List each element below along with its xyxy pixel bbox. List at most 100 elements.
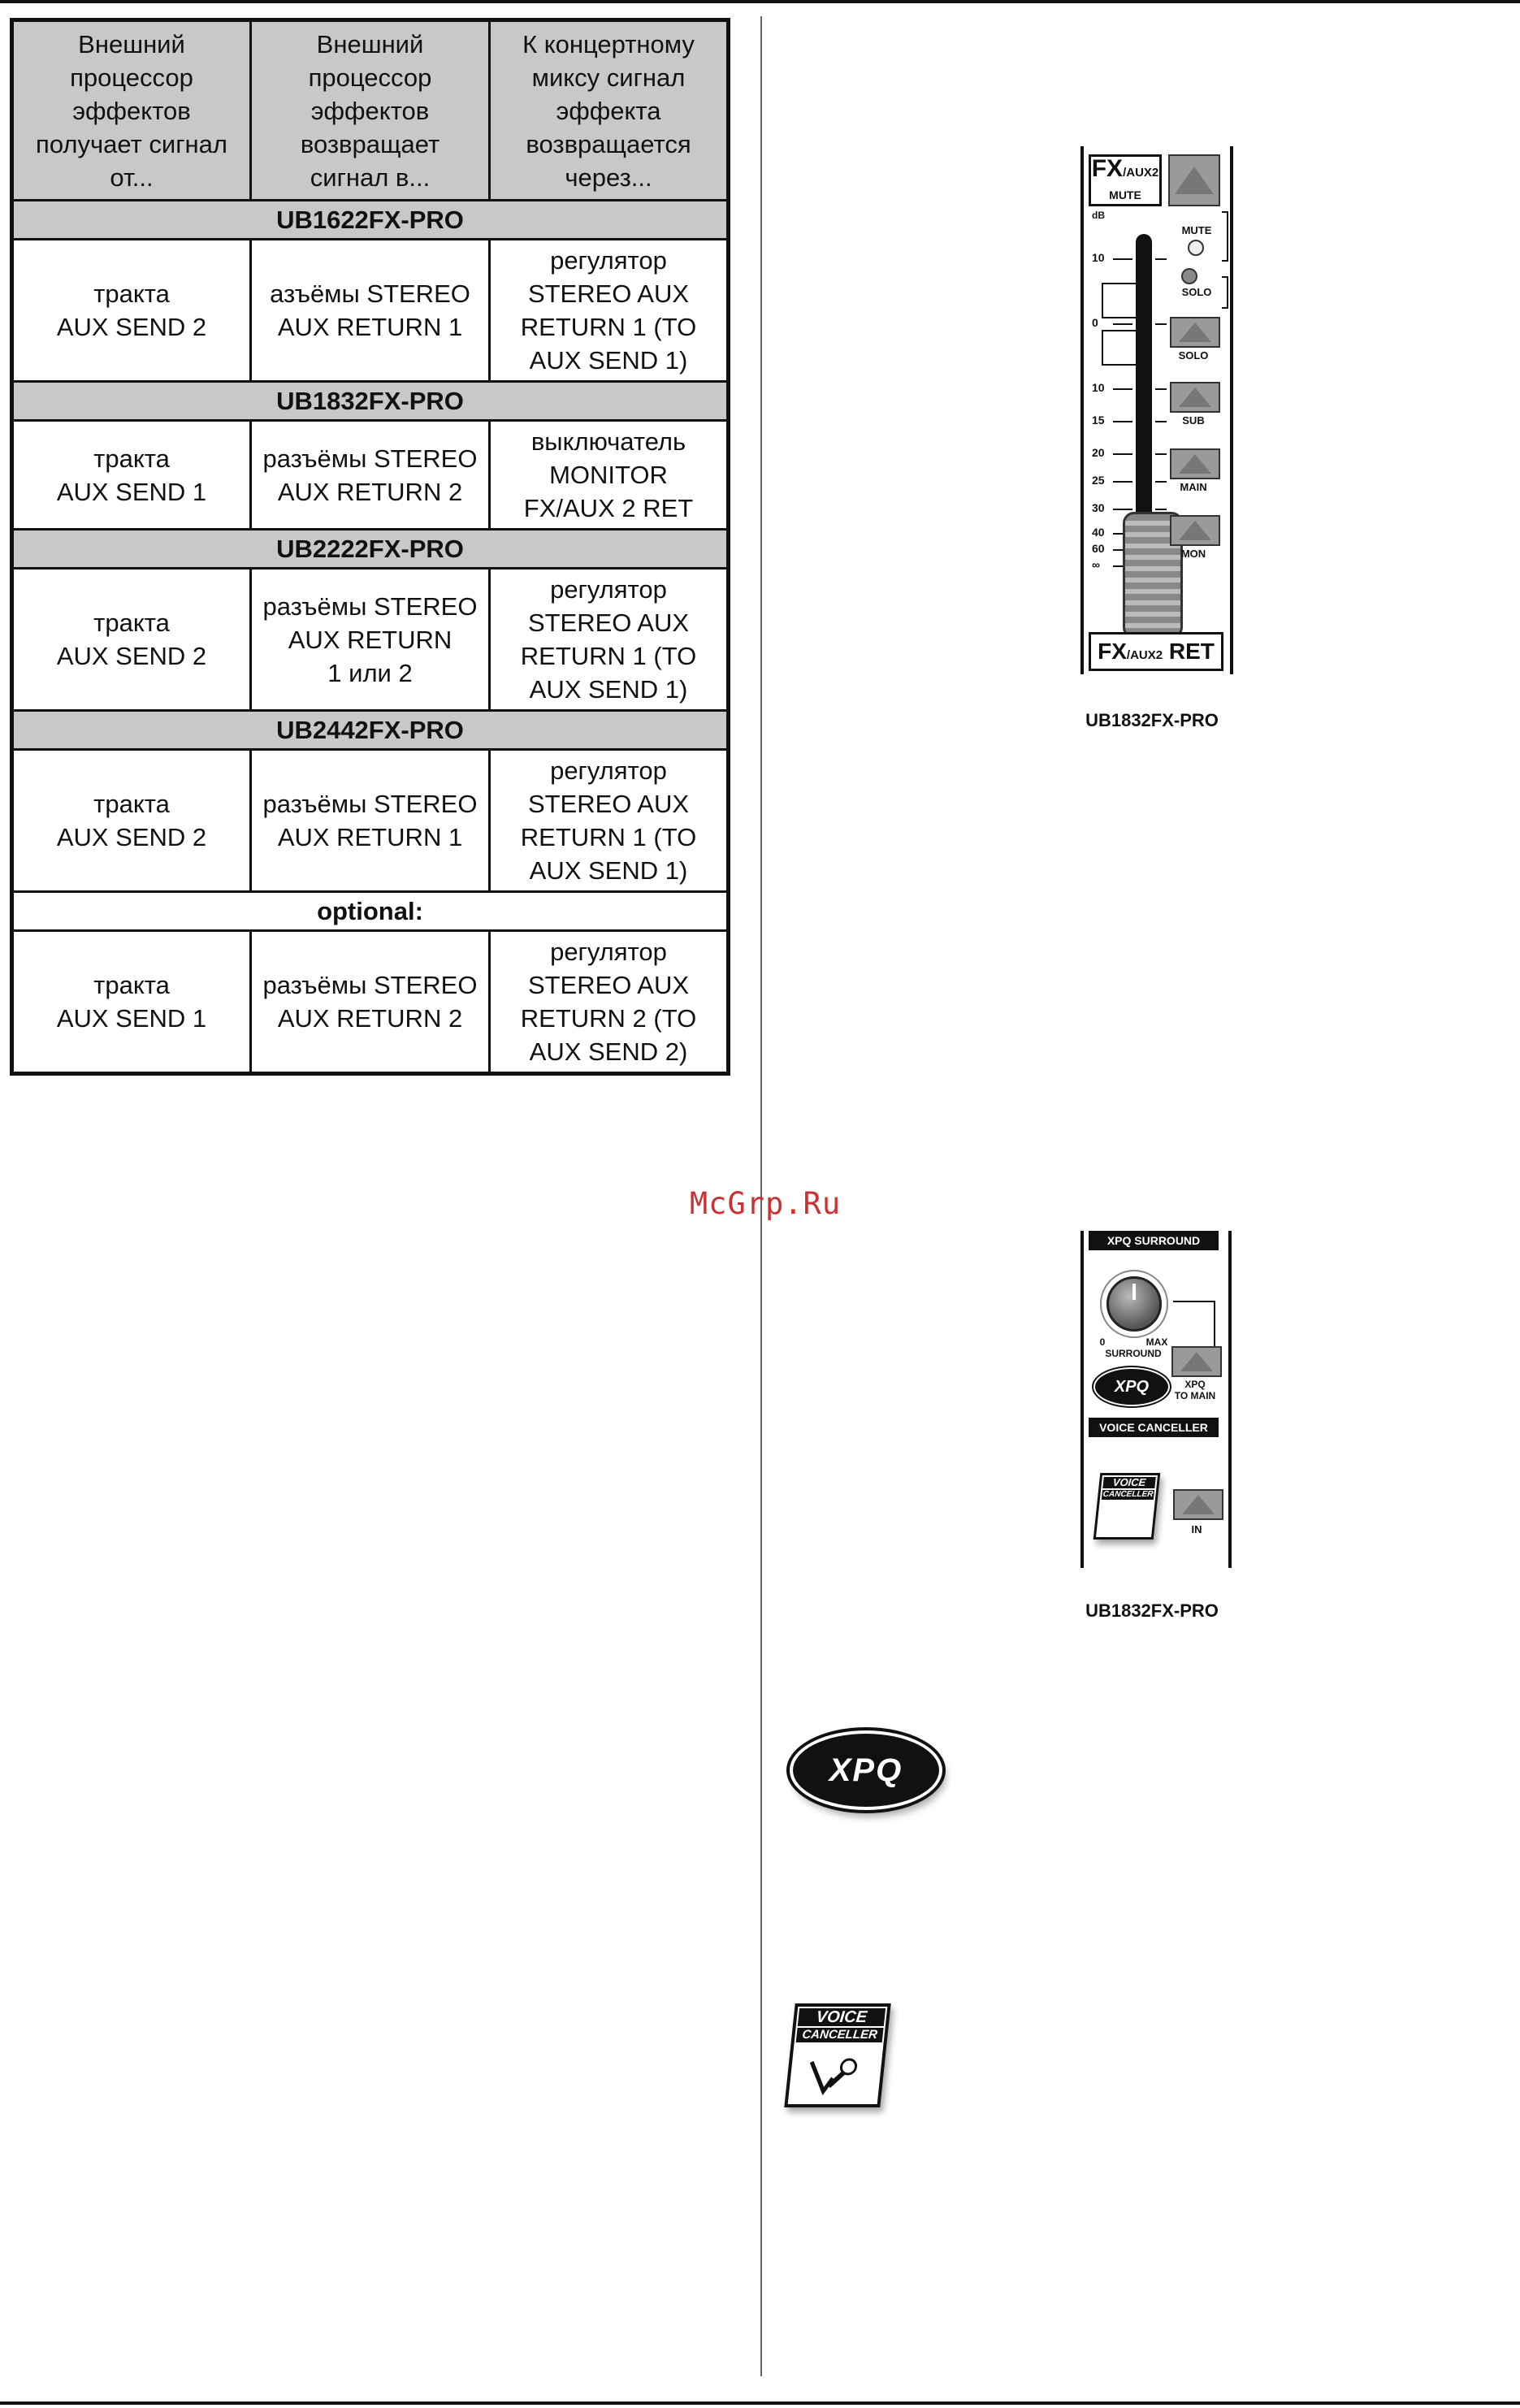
optional-row: optional:: [11, 890, 730, 932]
mute-button[interactable]: [1168, 154, 1220, 206]
cell-line: RETURN 1 (TO: [520, 313, 697, 341]
mute-side-label: MUTE: [1181, 224, 1212, 236]
scribble-box-lower: [1102, 330, 1139, 366]
model-name: UB1622FX-PRO: [11, 199, 730, 240]
solo-led-label: SOLO: [1181, 286, 1212, 298]
cell-line: получает сигнал: [36, 129, 227, 158]
cell-line: тракта: [93, 790, 170, 818]
cell-line: STEREO AUX: [527, 608, 690, 637]
fader-tick: [1155, 323, 1167, 325]
cell-line: миксу сигнал: [531, 63, 686, 92]
cell-line: AUX SEND 2: [56, 313, 207, 341]
figure1-caption: UB1832FX-PRO: [1085, 710, 1219, 730]
xpq-logo: XPQ: [790, 1730, 942, 1810]
xpq-btn-label-2: TO MAIN: [1174, 1390, 1216, 1401]
model-name: UB1832FX-PRO: [11, 380, 730, 422]
cell-line: тракта: [93, 444, 170, 473]
fader-tick: [1155, 258, 1167, 260]
xpq-voice-canceller-strip: XPQ SURROUND 0 MAX SURROUND XPQ XPQ TO M…: [1080, 1231, 1232, 1568]
voice-canceller-band: VOICE CANCELLER: [1089, 1418, 1219, 1437]
cell-line: FX/AUX 2 RET: [523, 494, 694, 522]
main-button-label: MAIN: [1180, 481, 1207, 493]
fader-scale-label: 20: [1092, 446, 1105, 459]
surround-knob[interactable]: [1106, 1276, 1162, 1332]
knob-min-label: 0: [1099, 1336, 1106, 1348]
voice-canceller-small-logo: VOICE CANCELLER: [1093, 1473, 1161, 1540]
cell-line: AUX SEND 1): [529, 856, 688, 885]
cell-line: RETURN 2 (TO: [520, 1004, 697, 1033]
fx-aux2-ret-label: FX/AUX2 RET: [1089, 632, 1223, 671]
sub-button-label: SUB: [1182, 414, 1205, 427]
cell-line: процессор: [70, 63, 193, 92]
fader-tick: [1155, 421, 1167, 422]
cell-line: регулятор: [550, 246, 667, 275]
microphone-icon: [809, 2058, 858, 2096]
xpq-to-main-button[interactable]: [1171, 1346, 1222, 1377]
cell-line: AUX SEND 2): [529, 1037, 688, 1066]
fader-tick: [1155, 453, 1167, 455]
xpq-btn-label-1: XPQ: [1184, 1379, 1206, 1390]
cell-line: AUX RETURN 1: [277, 313, 463, 341]
cell-line: процессор: [308, 63, 432, 92]
model-row: UB1622FX-PRO: [11, 199, 730, 240]
xpq-small-logo: XPQ: [1093, 1367, 1170, 1406]
solo-button-label: SOLO: [1178, 349, 1209, 362]
cell-line: К концертному: [522, 29, 695, 58]
cell-line: азъёмы STEREO: [270, 279, 470, 308]
cell-line: RETURN 1 (TO: [520, 642, 697, 670]
sub-button[interactable]: [1170, 382, 1220, 413]
mute-led: [1188, 240, 1204, 256]
figure2-caption: UB1832FX-PRO: [1085, 1600, 1219, 1621]
cell-line: сигнал в...: [310, 162, 431, 192]
fader-scale-label: 0: [1092, 316, 1098, 329]
fader-scale-label: 40: [1092, 526, 1105, 539]
model-row: UB1832FX-PRO: [11, 380, 730, 422]
cell-line: STEREO AUX: [527, 971, 690, 999]
cell-line: MONITOR: [549, 461, 668, 489]
cell-line: AUX RETURN 2: [277, 477, 463, 506]
cell-line: выключатель: [530, 427, 686, 456]
cell-line: регулятор: [550, 938, 667, 966]
fader-scale-label: 10: [1092, 381, 1105, 394]
cell-line: AUX SEND 2: [56, 642, 207, 670]
cell-line: разъёмы STEREO: [262, 790, 478, 818]
table-cell: азъёмы STEREO AUX RETURN 1: [249, 238, 491, 383]
solo-button[interactable]: [1170, 317, 1220, 348]
fader-tick: [1155, 509, 1167, 510]
cell-line: эффекта: [556, 96, 661, 125]
main-button[interactable]: [1170, 448, 1220, 479]
fader-scale-label: 30: [1092, 501, 1105, 514]
fader-tick: [1113, 453, 1132, 455]
optional-label: optional:: [11, 890, 730, 932]
mon-button[interactable]: [1170, 515, 1220, 546]
cell-line: тракта: [93, 279, 170, 308]
cell-line: STEREO AUX: [527, 790, 690, 818]
cell-line: AUX SEND 1): [529, 675, 688, 704]
cell-line: эффектов: [310, 96, 430, 125]
mon-button-label: MON: [1180, 548, 1206, 560]
voice-canceller-in-button[interactable]: [1173, 1489, 1223, 1520]
top-rule: [0, 0, 1520, 3]
model-row: UB2442FX-PRO: [11, 709, 730, 751]
cell-line: AUX RETURN 1: [277, 823, 463, 851]
cell-line: Внешний: [78, 29, 185, 58]
fader-scale-label: 60: [1092, 542, 1105, 555]
knob-surround-label: SURROUND: [1105, 1348, 1162, 1359]
fader-tick: [1113, 323, 1132, 325]
model-name: UB2222FX-PRO: [11, 528, 730, 570]
